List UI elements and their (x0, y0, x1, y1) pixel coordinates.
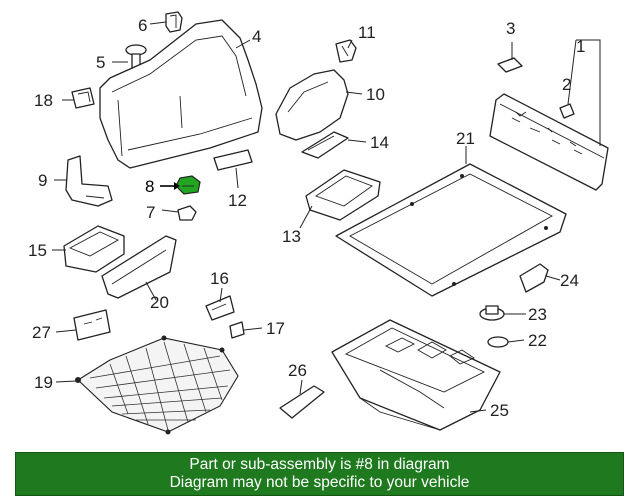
banner-line-2: Diagram may not be specific to your vehi… (169, 474, 470, 491)
callout-9: 9 (38, 171, 47, 190)
callout-17: 17 (266, 319, 285, 338)
callout-22: 22 (528, 331, 547, 350)
callout-26: 26 (288, 361, 307, 380)
part-19-cargo-net (75, 335, 239, 435)
part-11-clip (335, 39, 357, 63)
callout-11: 11 (358, 23, 376, 42)
part-1-rear-panel (489, 93, 609, 191)
callout-3: 3 (506, 19, 515, 38)
callout-7: 7 (146, 203, 155, 222)
part-13-tray (305, 169, 381, 221)
callout-2: 2 (562, 75, 571, 94)
callout-16: 16 (210, 269, 229, 288)
callout-12: 12 (228, 191, 247, 210)
info-banner: Part or sub-assembly is #8 in diagram Di… (15, 452, 624, 496)
part-26-mat (279, 385, 325, 419)
callout-21: 21 (456, 129, 475, 148)
part-8-arrow (160, 182, 180, 190)
callout-18: 18 (34, 91, 53, 110)
leader-lines (52, 21, 601, 413)
part-2-clip (559, 103, 575, 119)
part-12-plate (213, 149, 253, 171)
part-22-fastener (487, 336, 509, 348)
part-6-clip (165, 11, 183, 33)
callout-10: 10 (366, 85, 385, 104)
part-14-pad (301, 131, 349, 159)
callout-24: 24 (560, 271, 579, 290)
callout-1: 1 (576, 37, 585, 56)
callout-25: 25 (490, 401, 509, 420)
callout-5: 5 (96, 53, 105, 72)
callout-19: 19 (34, 373, 53, 392)
callout-15: 15 (28, 241, 47, 260)
part-9-bracket (65, 155, 113, 207)
part-8-highlighted (175, 175, 201, 195)
callout-labels: 6 5 4 18 9 8 7 12 11 10 14 13 15 20 27 1… (28, 16, 585, 420)
part-7-clip (177, 205, 197, 221)
part-18-clip (71, 87, 95, 109)
part-23-fastener (479, 305, 505, 321)
callout-27: 27 (32, 323, 51, 342)
part-25-storage-tub (331, 319, 501, 431)
callout-20: 20 (150, 293, 169, 312)
part-21-floor-panel (335, 163, 567, 297)
banner-line-1: Part or sub-assembly is #8 in diagram (189, 456, 450, 473)
parts-diagram: 6 5 4 18 9 8 7 12 11 10 14 13 15 20 27 1… (28, 11, 609, 435)
part-27-cover (73, 309, 111, 341)
callout-6: 6 (138, 16, 147, 35)
callout-13: 13 (282, 227, 301, 246)
part-3-clip (497, 57, 523, 73)
callout-4: 4 (252, 27, 261, 46)
callout-14: 14 (370, 133, 389, 152)
callout-8: 8 (145, 177, 154, 196)
part-20-holder (101, 235, 177, 299)
part-24-bracket (519, 263, 549, 293)
part-15-storage-bin (63, 225, 125, 273)
part-17-patch (229, 321, 245, 339)
part-4-side-trim-panel (99, 19, 263, 169)
part-10-cover (275, 69, 349, 141)
callout-23: 23 (528, 305, 547, 324)
part-16-cover (205, 295, 235, 321)
